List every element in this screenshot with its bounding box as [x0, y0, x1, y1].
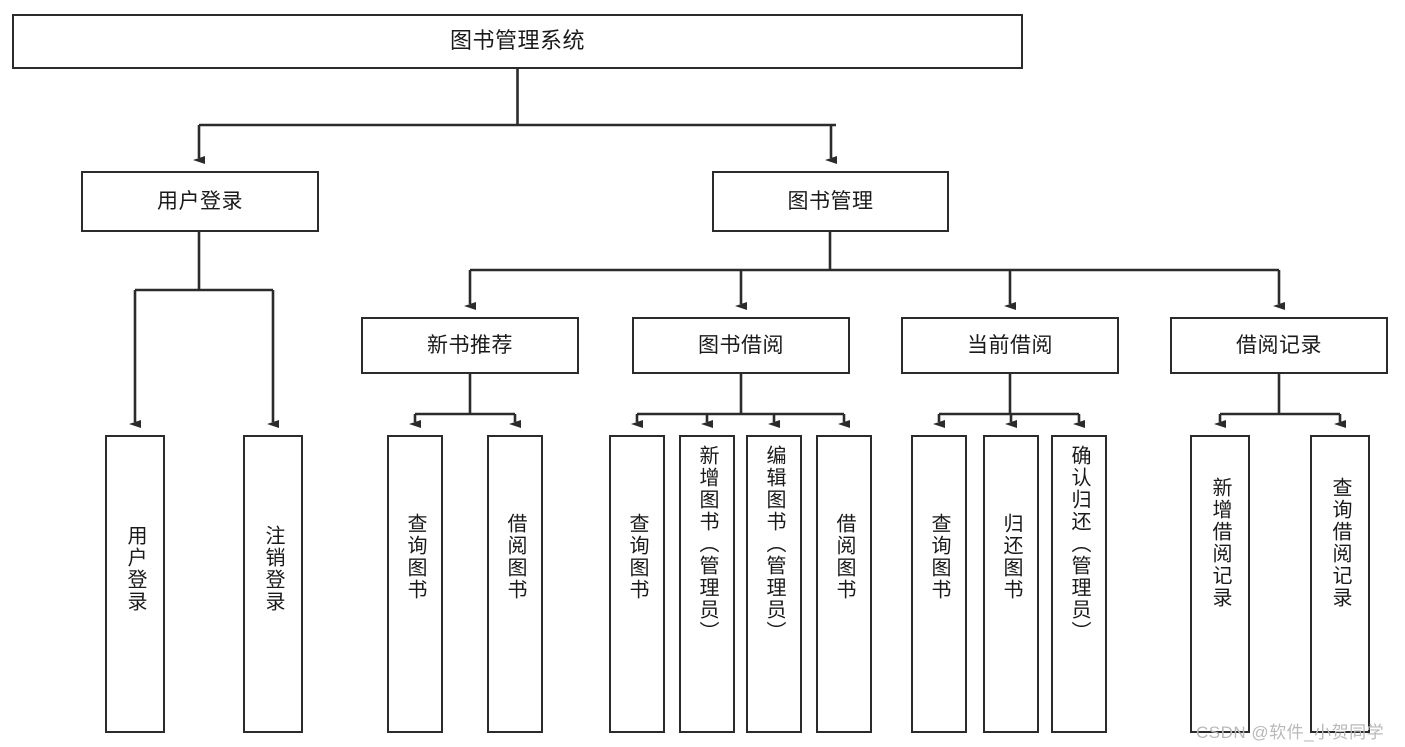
node-new-book-recommend[interactable]: 新书推荐	[361, 317, 579, 374]
node-new-book-recommend-label: 新书推荐	[427, 333, 513, 357]
node-leaf-query-record-label: 查询借阅记录	[1329, 477, 1351, 609]
node-current-borrow-label: 当前借阅	[967, 333, 1053, 357]
node-borrow-record[interactable]: 借阅记录	[1170, 317, 1388, 374]
node-leaf-add-book[interactable]: 新增图书（管理员）	[679, 435, 735, 733]
node-leaf-user-login-label: 用户登录	[124, 525, 146, 613]
node-root[interactable]: 图书管理系统	[12, 14, 1023, 69]
node-root-label: 图书管理系统	[449, 28, 585, 54]
node-leaf-query-book-2[interactable]: 查询图书	[609, 435, 665, 733]
node-leaf-return-book[interactable]: 归还图书	[983, 435, 1039, 733]
node-borrow-record-label: 借阅记录	[1236, 333, 1322, 357]
node-leaf-user-login[interactable]: 用户登录	[105, 435, 165, 733]
watermark: CSDN @软件_小贺同学	[1196, 718, 1384, 743]
node-current-borrow[interactable]: 当前借阅	[901, 317, 1119, 374]
node-book-borrow[interactable]: 图书借阅	[632, 317, 850, 374]
node-leaf-query-book-3[interactable]: 查询图书	[911, 435, 967, 733]
node-book-manage[interactable]: 图书管理	[712, 171, 949, 232]
node-user-login[interactable]: 用户登录	[81, 171, 319, 232]
node-leaf-borrow-book-2[interactable]: 借阅图书	[816, 435, 872, 733]
node-leaf-confirm-return-label: 确认归还（管理员）	[1068, 445, 1090, 643]
watermark-text: CSDN @软件_小贺同学	[1196, 723, 1385, 742]
node-leaf-query-book-2-label: 查询图书	[626, 513, 648, 601]
node-leaf-add-record-label: 新增借阅记录	[1209, 477, 1231, 609]
node-user-login-label: 用户登录	[157, 189, 243, 213]
node-book-borrow-label: 图书借阅	[698, 333, 784, 357]
node-leaf-add-book-label: 新增图书（管理员）	[696, 445, 718, 643]
node-leaf-borrow-book-2-label: 借阅图书	[833, 513, 855, 601]
node-leaf-query-book-3-label: 查询图书	[928, 513, 950, 601]
node-leaf-logout-label: 注销登录	[262, 525, 284, 613]
node-book-manage-label: 图书管理	[787, 189, 874, 213]
node-leaf-logout[interactable]: 注销登录	[243, 435, 303, 733]
node-leaf-add-record[interactable]: 新增借阅记录	[1190, 435, 1250, 733]
node-leaf-edit-book-label: 编辑图书（管理员）	[763, 445, 785, 643]
node-leaf-confirm-return[interactable]: 确认归还（管理员）	[1051, 435, 1107, 733]
node-leaf-query-record[interactable]: 查询借阅记录	[1310, 435, 1370, 733]
node-leaf-edit-book[interactable]: 编辑图书（管理员）	[746, 435, 802, 733]
node-leaf-borrow-book-1[interactable]: 借阅图书	[487, 435, 543, 733]
node-leaf-return-book-label: 归还图书	[1000, 513, 1022, 601]
node-leaf-borrow-book-1-label: 借阅图书	[504, 513, 526, 601]
node-leaf-query-book-1[interactable]: 查询图书	[387, 435, 443, 733]
node-leaf-query-book-1-label: 查询图书	[404, 513, 426, 601]
